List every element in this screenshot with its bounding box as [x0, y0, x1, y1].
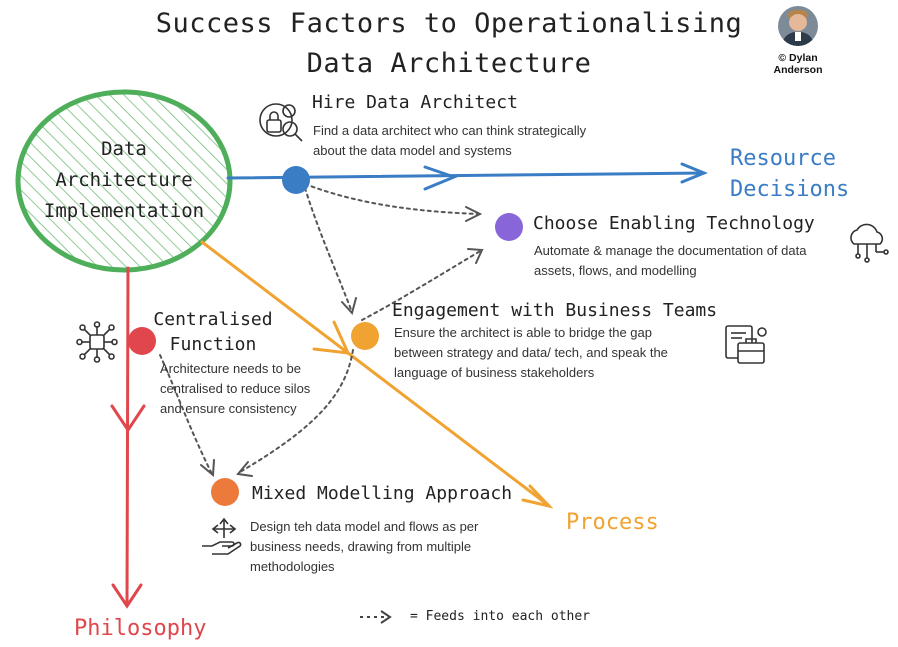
- resource-line-2: Decisions: [730, 177, 850, 202]
- mixed-desc-line-2: business needs, drawing from multiple: [250, 539, 472, 554]
- feed-connectors: [159, 183, 484, 478]
- hub-line-3: Implementation: [43, 200, 205, 222]
- author-credit: © Dylan Anderson: [766, 52, 830, 76]
- tech-dot: [495, 213, 523, 241]
- resource-axis-label: Resource Decisions: [730, 143, 849, 205]
- page-title: Success Factors to Operationalising Data…: [0, 4, 898, 84]
- hub-line-2: Architecture: [55, 169, 193, 191]
- central-dot: [128, 327, 156, 355]
- engage-desc-line-2: between strategy and data/ tech, and spe…: [394, 345, 668, 360]
- engage-description: Ensure the architect is able to bridge t…: [394, 323, 668, 383]
- engage-desc-line-3: language of business stakeholders: [394, 365, 595, 380]
- mixed-desc-line-1: Design teh data model and flows as per: [250, 519, 479, 534]
- hand-arrows-icon: [202, 517, 242, 555]
- avatar: [778, 6, 818, 46]
- process-axis-label: Process: [566, 510, 659, 535]
- legend-dotted-arrow: [360, 610, 392, 624]
- engage-dot: [351, 322, 379, 350]
- tech-description: Automate & manage the documentation of d…: [534, 241, 806, 281]
- hub-line-1: Data: [101, 138, 147, 160]
- central-desc-line-2: centralised to reduce silos: [160, 381, 311, 396]
- tech-title: Choose Enabling Technology: [533, 213, 815, 234]
- central-title-line-1: Centralised: [153, 309, 273, 330]
- engage-desc-line-1: Ensure the architect is able to bridge t…: [394, 325, 652, 340]
- philosophy-axis-arrow: [110, 266, 146, 609]
- central-title: Centralised Function: [148, 307, 278, 357]
- cloud-circuit-icon: [850, 223, 889, 263]
- hub-label: Data Architecture Implementation: [14, 134, 234, 227]
- hire-title: Hire Data Architect: [312, 92, 518, 113]
- mixed-desc-line-3: methodologies: [250, 559, 335, 574]
- central-description: Architecture needs to be centralised to …: [160, 359, 310, 419]
- mixed-title: Mixed Modelling Approach: [252, 483, 513, 504]
- hire-desc-line-2: about the data model and systems: [313, 143, 512, 158]
- security-analyst-icon: [259, 103, 303, 142]
- central-title-line-2: Function: [169, 334, 257, 355]
- hire-description: Find a data architect who can think stra…: [313, 121, 586, 161]
- hire-desc-line-1: Find a data architect who can think stra…: [313, 123, 587, 138]
- title-line-1: Success Factors to Operationalising: [155, 8, 743, 39]
- author-line-2: Anderson: [773, 64, 823, 76]
- philosophy-axis-label: Philosophy: [74, 616, 207, 641]
- engage-title: Engagement with Business Teams: [392, 300, 718, 321]
- author-line-1: © Dylan: [778, 52, 818, 64]
- legend-label: = Feeds into each other: [410, 609, 591, 624]
- resource-line-1: Resource: [730, 146, 836, 171]
- network-hub-icon: [76, 321, 118, 363]
- mixed-dot: [211, 478, 239, 506]
- title-line-2: Data Architecture: [306, 48, 592, 79]
- process-axis-arrow: [200, 240, 554, 509]
- mixed-description: Design teh data model and flows as per b…: [250, 517, 478, 577]
- hub-ellipse: [15, 89, 233, 273]
- central-desc-line-3: and ensure consistency: [160, 401, 297, 416]
- tech-desc-line-2: assets, flows, and modelling: [534, 263, 697, 278]
- central-desc-line-1: Architecture needs to be: [160, 361, 301, 376]
- tech-desc-line-1: Automate & manage the documentation of d…: [534, 243, 807, 258]
- briefcase-document-icon: [725, 325, 767, 364]
- hire-dot: [282, 166, 310, 194]
